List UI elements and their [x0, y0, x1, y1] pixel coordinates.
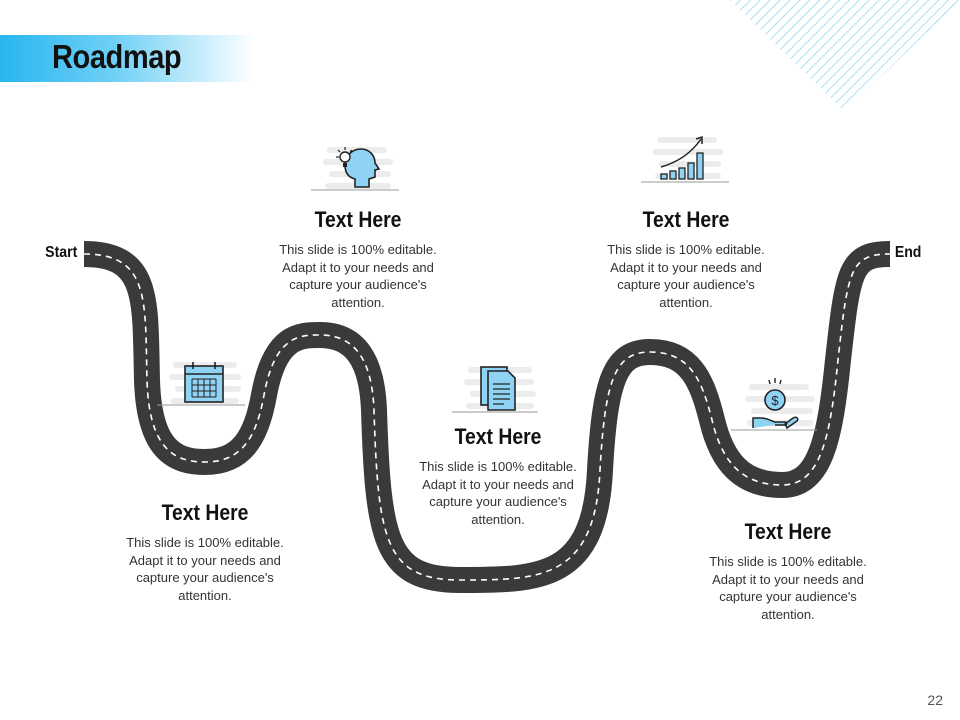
- step-description: This slide is 100% editable. Adapt it to…: [607, 242, 765, 310]
- step-4: Text Here This slide is 100% editable. A…: [606, 207, 766, 311]
- growth-chart-icon: [635, 125, 735, 195]
- decorative-stripes: [730, 0, 960, 112]
- step-description: This slide is 100% editable. Adapt it to…: [419, 459, 577, 527]
- step-description: This slide is 100% editable. Adapt it to…: [126, 535, 284, 603]
- money-hand-icon: $: [727, 372, 827, 442]
- start-label: Start: [45, 244, 78, 261]
- svg-text:$: $: [771, 393, 779, 408]
- step-description: This slide is 100% editable. Adapt it to…: [279, 242, 437, 310]
- step-description: This slide is 100% editable. Adapt it to…: [709, 554, 867, 622]
- step-2: Text Here This slide is 100% editable. A…: [278, 207, 438, 311]
- end-label: End: [894, 244, 922, 261]
- step-5: Text Here This slide is 100% editable. A…: [708, 519, 868, 623]
- title-accent-bar: [0, 35, 255, 82]
- page-number: 22: [927, 692, 943, 708]
- step-title: Text Here: [744, 519, 832, 544]
- document-icon: [448, 355, 548, 425]
- step-1: Text Here This slide is 100% editable. A…: [125, 500, 285, 604]
- step-title: Text Here: [642, 207, 730, 232]
- page-title: Roadmap: [52, 38, 182, 75]
- step-title: Text Here: [161, 500, 249, 525]
- calendar-icon: [155, 350, 255, 420]
- step-title: Text Here: [314, 207, 402, 232]
- step-title: Text Here: [454, 424, 542, 449]
- step-3: Text Here This slide is 100% editable. A…: [418, 424, 578, 528]
- idea-head-icon: [305, 135, 405, 205]
